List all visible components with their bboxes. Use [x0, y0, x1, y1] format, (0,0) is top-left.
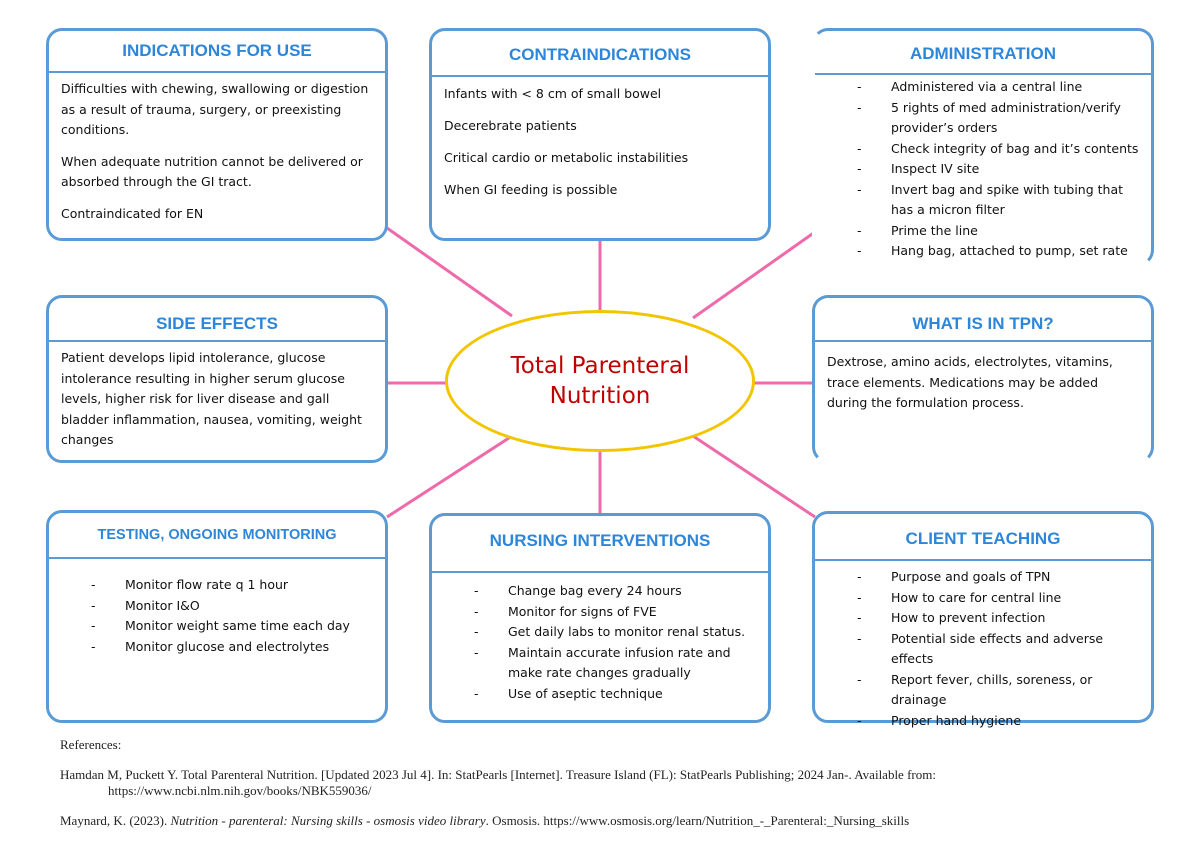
testing-item: Monitor I&O — [91, 596, 373, 617]
administration-box: ADMINISTRATION Administered via a centra… — [812, 28, 1154, 266]
administration-item: Check integrity of bag and it’s contents — [857, 139, 1139, 160]
indications-title: INDICATIONS FOR USE — [49, 31, 385, 73]
teaching-item: Potential side effects and adverse effec… — [857, 629, 1139, 670]
connector-indications — [386, 226, 513, 318]
administration-item: Invert bag and spike with tubing that ha… — [857, 180, 1139, 221]
side-effects-text: Patient develops lipid intolerance, gluc… — [61, 350, 362, 447]
nursing-item: Use of aseptic technique — [474, 684, 756, 705]
contraindications-title: CONTRAINDICATIONS — [432, 31, 768, 77]
reference-2-title: Nutrition - parenteral: Nursing skills -… — [170, 813, 486, 828]
contraindications-text: Critical cardio or metabolic instabiliti… — [444, 150, 689, 165]
teaching-title: CLIENT TEACHING — [815, 514, 1151, 561]
administration-item: Prime the line — [857, 221, 1139, 242]
teaching-item: How to prevent infection — [857, 608, 1139, 629]
teaching-item: Purpose and goals of TPN — [857, 567, 1139, 588]
testing-item: Monitor flow rate q 1 hour — [91, 575, 373, 596]
center-ellipse: Total Parenteral Nutrition — [445, 310, 755, 452]
teaching-item: Proper hand hygiene — [857, 711, 1139, 732]
testing-box: TESTING, ONGOING MONITORING Monitor flow… — [46, 510, 388, 723]
testing-item: Monitor glucose and electrolytes — [91, 637, 373, 658]
indications-text: Difficulties with chewing, swallowing or… — [61, 81, 369, 137]
contraindications-box: CONTRAINDICATIONS Infants with < 8 cm of… — [429, 28, 771, 241]
contraindications-text: Decerebrate patients — [444, 118, 577, 133]
indications-text: When adequate nutrition cannot be delive… — [61, 153, 363, 190]
administration-item: Inspect IV site — [857, 159, 1139, 180]
contraindications-text: When GI feeding is possible — [444, 182, 618, 197]
side-effects-box: SIDE EFFECTS Patient develops lipid into… — [46, 295, 388, 463]
administration-title: ADMINISTRATION — [815, 31, 1151, 75]
nursing-title: NURSING INTERVENTIONS — [432, 516, 768, 573]
connector-testing — [386, 434, 513, 519]
reference-2-author: Maynard, K. (2023). — [60, 813, 171, 828]
administration-item: Hang bag, attached to pump, set rate — [857, 241, 1139, 262]
center-title-line1: Total Parenteral — [510, 353, 690, 379]
side-effects-title: SIDE EFFECTS — [49, 298, 385, 342]
administration-item: 5 rights of med administration/verify pr… — [857, 98, 1139, 139]
nursing-item: Maintain accurate infusion rate and make… — [474, 643, 756, 684]
testing-item: Monitor weight same time each day — [91, 616, 373, 637]
indications-box: INDICATIONS FOR USE Difficulties with ch… — [46, 28, 388, 241]
nursing-box: NURSING INTERVENTIONS Change bag every 2… — [429, 513, 771, 723]
teaching-box: CLIENT TEACHING Purpose and goals of TPN… — [812, 511, 1154, 731]
center-title-line2: Nutrition — [549, 383, 651, 409]
indications-text: Contraindicated for EN — [61, 205, 204, 221]
reference-2-source: . Osmosis. https://www.osmosis.org/learn… — [485, 813, 910, 828]
reference-2: Maynard, K. (2023). Nutrition - parenter… — [60, 813, 1160, 829]
testing-title: TESTING, ONGOING MONITORING — [49, 513, 385, 559]
what-is-in-box: WHAT IS IN TPN? Dextrose, amino acids, e… — [812, 295, 1154, 463]
nursing-item: Monitor for signs of FVE — [474, 602, 756, 623]
administration-item: Administered via a central line — [857, 77, 1139, 98]
teaching-item: How to care for central line — [857, 588, 1139, 609]
what-is-in-title: WHAT IS IN TPN? — [815, 298, 1151, 342]
nursing-item: Change bag every 24 hours — [474, 581, 756, 602]
connector-teaching — [692, 434, 816, 519]
teaching-item: Report fever, chills, soreness, or drain… — [857, 670, 1139, 711]
reference-1: Hamdan M, Puckett Y. Total Parenteral Nu… — [60, 767, 936, 798]
nursing-item: Get daily labs to monitor renal status. — [474, 622, 756, 643]
what-is-in-text: Dextrose, amino acids, electrolytes, vit… — [827, 354, 1113, 410]
contraindications-text: Infants with < 8 cm of small bowel — [444, 86, 662, 101]
connector-administration — [692, 230, 816, 320]
references: References: Hamdan M, Puckett Y. Total P… — [60, 737, 1160, 843]
references-heading: References: — [60, 737, 122, 752]
